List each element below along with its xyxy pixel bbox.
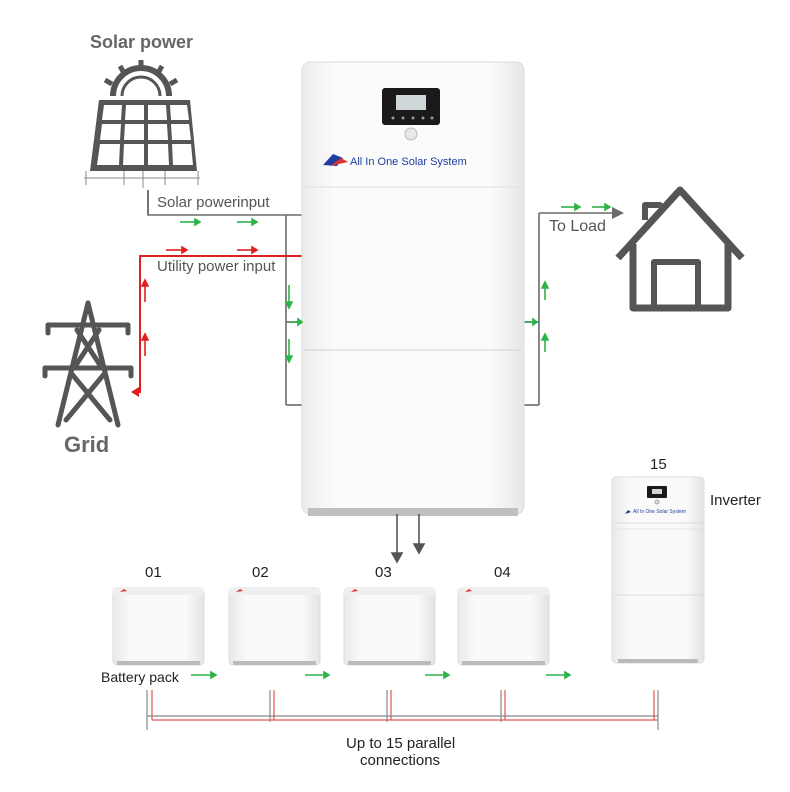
parallel-label-line1: Up to 15 parallel bbox=[346, 735, 456, 752]
brand-text: All In One Solar System bbox=[350, 156, 467, 168]
to-load-arrowhead bbox=[612, 207, 624, 219]
solar-power-label: Solar power bbox=[90, 32, 194, 52]
battery-pack-04 bbox=[457, 587, 550, 666]
pack-number-02: 02 bbox=[252, 564, 269, 581]
power-tower-icon bbox=[42, 300, 134, 428]
utility-line bbox=[137, 255, 302, 393]
to-load-label: To Load bbox=[549, 218, 606, 235]
grid-arrowhead bbox=[131, 387, 139, 397]
flow-arrows-red bbox=[140, 245, 259, 356]
battery-pack-02 bbox=[228, 587, 321, 666]
house-icon bbox=[615, 186, 745, 312]
flow-arrows-green bbox=[180, 202, 612, 364]
inverter-label: Inverter bbox=[710, 492, 761, 509]
pack-number-04: 04 bbox=[494, 564, 511, 581]
battery-flow-arrows bbox=[191, 670, 572, 680]
inverter-brand-text: All In One Solar System bbox=[633, 509, 687, 515]
battery-pack-03 bbox=[343, 587, 436, 666]
parallel-label-line2: connections bbox=[360, 752, 441, 769]
inverter-cabinet bbox=[611, 476, 705, 664]
connection-lines bbox=[147, 190, 612, 406]
battery-feed-arrows bbox=[390, 514, 426, 564]
parallel-bus bbox=[146, 690, 659, 730]
pack-number-01: 01 bbox=[145, 564, 162, 581]
pack-number-03: 03 bbox=[375, 564, 392, 581]
power-knob bbox=[404, 127, 418, 141]
main-cabinet bbox=[301, 61, 525, 516]
utility-input-label: Utility power input bbox=[157, 258, 276, 275]
grid-label: Grid bbox=[64, 432, 110, 457]
inverter-index: 15 bbox=[650, 456, 667, 473]
battery-pack-label: Battery pack bbox=[101, 669, 179, 685]
solar-input-label: Solar powerinput bbox=[157, 194, 270, 211]
battery-packs bbox=[112, 587, 550, 666]
battery-pack-01 bbox=[112, 587, 205, 666]
solar-panel-icon bbox=[84, 60, 200, 188]
brand-logo-icon bbox=[323, 154, 348, 166]
